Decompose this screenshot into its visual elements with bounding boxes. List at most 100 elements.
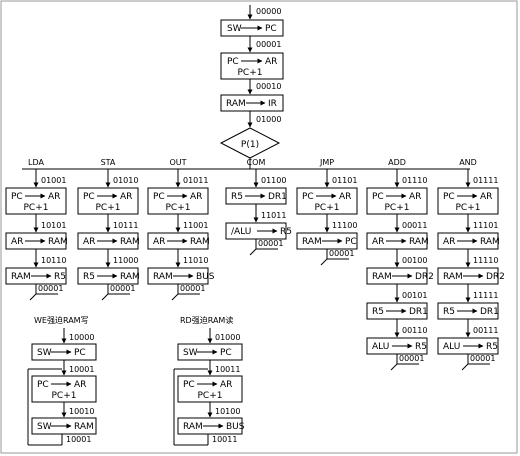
box-and-0 [437,187,499,215]
branch-label-lda: LDA [28,158,44,167]
code-sta-2: 11000 [113,256,138,265]
rd-box-1-extra: PC+1 [198,391,223,401]
code-add-4: 00110 [402,326,427,335]
we-box-0-src: SW [37,348,52,358]
rd-box-0-dst: PC [220,348,232,358]
box-lda-0-dst: AR [48,192,60,202]
box-sta-1-src: AR [83,237,95,247]
box-add-0-src: PC [372,192,384,202]
end-out-code: 00001 [180,284,205,293]
box-and-3-dst: DR1 [480,307,499,317]
code-and-0: 01111 [473,176,498,185]
we-box-1-extra: PC+1 [52,391,77,401]
code-com-1: 11011 [261,211,286,220]
box-add-2-dst: DR2 [415,272,434,282]
branch-label-jmp: JMP [319,158,334,167]
we-box-0-dst: PC [74,348,86,358]
box-lda-0-extra: PC+1 [24,203,49,213]
rd-box-1-dst: AR [220,380,232,390]
branch-label-add: ADD [388,158,406,167]
box-com-0-dst: DR1 [268,192,287,202]
rd-code-1: 10011 [215,365,240,374]
box-out-2-src: RAM [153,272,173,282]
box-and-2-dst: DR2 [486,272,505,282]
code-and-1: 11101 [473,221,498,230]
pcar-dst: AR [265,57,277,67]
end-and-code: 00001 [470,354,495,363]
box-out-0 [147,187,209,215]
box-add-1-dst: RAM [409,237,429,247]
end-com-code: 00001 [258,239,283,248]
code-add-2: 00100 [402,256,427,265]
box-sta-2-src: R5 [83,272,95,282]
we-box-1 [31,375,97,403]
box-and-4-src: ALU [443,342,460,352]
end-jmp-code: 00001 [329,249,354,258]
code-start: 00000 [256,7,281,16]
code-and-3: 11111 [473,291,498,300]
box-and-1-dst: RAM [480,237,500,247]
box-sta-2-dst: RAM [120,272,140,282]
we-box-1-dst: AR [74,380,86,390]
box-add-4-src: ALU [372,342,389,352]
box-add-2-src: RAM [372,272,392,282]
box-sta-1-dst: RAM [120,237,140,247]
box-and-3-src: R5 [443,307,455,317]
box-and-1-src: AR [443,237,455,247]
box-add-0-dst: AR [409,192,421,202]
code-add-1: 00011 [402,221,427,230]
end-jmp-tick [320,258,328,266]
end-and-tick [461,363,469,371]
box-lda-1-src: AR [11,237,23,247]
code-3: 00010 [256,82,281,91]
rd-box-2-src: RAM [183,422,203,432]
code-lda-0: 01001 [41,176,66,185]
pcar-inc: PC+1 [238,68,263,78]
box-sta-0-dst: AR [120,192,132,202]
box-com-0-src: R5 [231,192,243,202]
code-sta-0: 01010 [113,176,138,185]
rd-code-2: 10100 [215,407,240,416]
end-lda-code: 00001 [38,284,63,293]
box-out-0-src: PC [153,192,165,202]
code-and-4: 00111 [473,326,498,335]
box-add-4-dst: R5 [415,342,427,352]
box-com-1-src: /ALU [231,227,251,237]
branch-label-sta: STA [101,158,116,167]
code-lda-2: 10110 [41,256,66,265]
end-sta-code: 00001 [110,284,135,293]
box-sta-0-extra: PC+1 [96,203,121,213]
box-out-0-dst: AR [190,192,202,202]
branch-label-com: COM [247,158,266,167]
sw-label: SW [227,24,242,34]
pcar-src: PC [227,57,239,67]
box-lda-2-dst: R5 [54,272,66,282]
box-and-0-extra: PC+1 [456,203,481,213]
we-code-1: 10001 [69,365,94,374]
box-and-2-src: RAM [443,272,463,282]
box-lda-0-src: PC [11,192,23,202]
box-out-0-extra: PC+1 [166,203,191,213]
we-title: WE强迫RAM写 [34,315,89,325]
code-and-2: 11110 [473,256,498,265]
pc-label: PC [265,24,277,34]
box-sta-0-src: PC [83,192,95,202]
box-lda-2-src: RAM [11,272,31,282]
we-box-2-dst: RAM [74,422,94,432]
decision-label: P(1) [241,140,259,150]
branch-label-and: AND [459,158,477,167]
end-lda-tick [29,293,37,301]
code-add-3: 00101 [402,291,427,300]
code-jmp-1: 11100 [332,221,357,230]
box-and-0-src: PC [443,192,455,202]
box-and-0-dst: AR [480,192,492,202]
ir-src: RAM [226,99,246,109]
we-box-2-src: SW [37,422,52,432]
code-out-0: 01011 [183,176,208,185]
end-sta-tick [101,293,109,301]
box-out-2-dst: BUS [196,272,215,282]
end-out-tick [171,293,179,301]
code-add-0: 01110 [402,176,427,185]
